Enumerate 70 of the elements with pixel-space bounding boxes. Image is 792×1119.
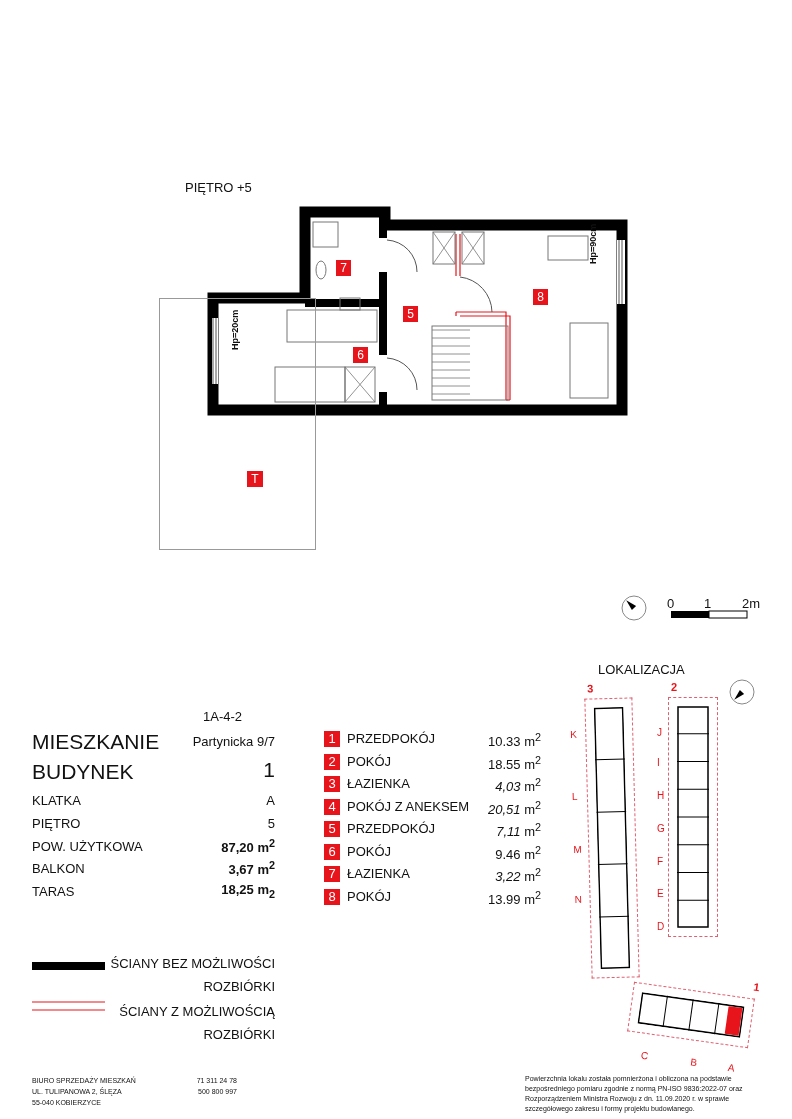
label-text: LOKALIZACJA <box>598 663 685 676</box>
label-text: TARAS <box>32 885 75 898</box>
room-name: PRZEDPOKÓJ <box>347 732 436 745</box>
building-number: 2 <box>671 682 678 693</box>
section-letter: G <box>657 824 665 834</box>
building-number: 3 <box>586 683 594 695</box>
section-letter: F <box>657 857 664 867</box>
legend-text: ŚCIANY BEZ MOŻLIWOŚCI ROZBIÓRKI <box>109 955 275 996</box>
label-text: 18,25 m$_{2}$ <box>221 883 275 900</box>
room-number-tag: T <box>247 471 263 487</box>
label-text: MIESZKANIE <box>32 731 160 752</box>
room-name: POKÓJ Z ANEKSEM <box>347 799 470 813</box>
label-text: 7,11 m$^{2}$ <box>496 822 541 839</box>
section-letter: B <box>689 1057 698 1069</box>
room-number-tag: 5 <box>324 821 340 837</box>
label-text: 2m <box>742 597 761 610</box>
label-text: 9.46 m$^{2}$ <box>495 844 541 861</box>
section-letter: E <box>657 889 664 899</box>
label-text: A <box>266 794 275 807</box>
section-letter: D <box>657 922 665 932</box>
room-number-tag: 4 <box>324 798 340 815</box>
label-text: 13.99 m$^{2}$ <box>488 889 541 906</box>
label-text: 0 <box>667 597 675 610</box>
building-number: 1 <box>752 981 761 994</box>
label-text: Partynicka 9/7 <box>192 735 275 748</box>
room-number-tag: 5 <box>403 306 418 322</box>
room-number-tag: 1 <box>324 731 340 747</box>
label-text: 3,67 m$^{2}$ <box>228 860 275 877</box>
terrace-outline <box>159 298 316 550</box>
room-name: POKÓJ <box>347 844 392 858</box>
window-height-label: Hp=20cm <box>231 309 240 350</box>
label-text: 4,03 m$^{2}$ <box>495 777 541 794</box>
label-text: 3,22 m$^{2}$ <box>495 867 541 884</box>
legend-text: ŚCIANY Z MOŻLIWOŚCIĄ ROZBIÓRKI <box>118 1003 275 1044</box>
room-number-tag: 7 <box>324 866 340 882</box>
label-text: BUDYNEK <box>32 761 134 782</box>
label-text: 1 <box>704 597 712 610</box>
room-number-tag: 2 <box>324 753 340 770</box>
label-text: 87,20 m$^{2}$ <box>221 838 275 855</box>
section-letter: L <box>571 791 578 803</box>
room-name: POKÓJ <box>347 889 392 903</box>
room-number-tag: 8 <box>324 888 340 905</box>
label-text: 1A-4-2 <box>203 710 243 723</box>
section-letter: M <box>573 844 582 855</box>
plan-title: PIĘTRO +5 <box>185 181 252 194</box>
section-letter: I <box>657 758 660 768</box>
room-number-tag: 6 <box>353 347 368 363</box>
section-letter: K <box>570 729 578 741</box>
label-text: 5 <box>267 817 275 830</box>
label-text: 18.55 m$^{2}$ <box>488 754 541 771</box>
section-letter: N <box>574 894 582 905</box>
label-text: BALKON <box>32 862 85 875</box>
room-name: POKÓJ <box>347 754 392 768</box>
label-text: PIĘTRO <box>32 817 81 830</box>
room-number-tag: 8 <box>533 289 548 305</box>
section-letter: J <box>657 728 662 738</box>
room-name: ŁAZIENKA <box>347 777 410 790</box>
room-number-tag: 6 <box>324 843 340 860</box>
section-letter: C <box>640 1050 649 1062</box>
room-number-tag: 3 <box>324 776 340 792</box>
section-letter: H <box>657 791 665 801</box>
room-number-tag: 7 <box>336 260 351 276</box>
label-text: 10.33 m$^{2}$ <box>488 732 541 749</box>
room-name: PRZEDPOKÓJ <box>347 822 436 835</box>
label-text: 20,51 m$^{2}$ <box>487 799 541 816</box>
label-text: 1 <box>263 759 275 780</box>
section-letter: A <box>727 1062 736 1074</box>
room-name: ŁAZIENKA <box>347 867 410 880</box>
label-text: KLATKA <box>32 794 81 807</box>
label-text: POW. UŻYTKOWA <box>32 840 143 853</box>
